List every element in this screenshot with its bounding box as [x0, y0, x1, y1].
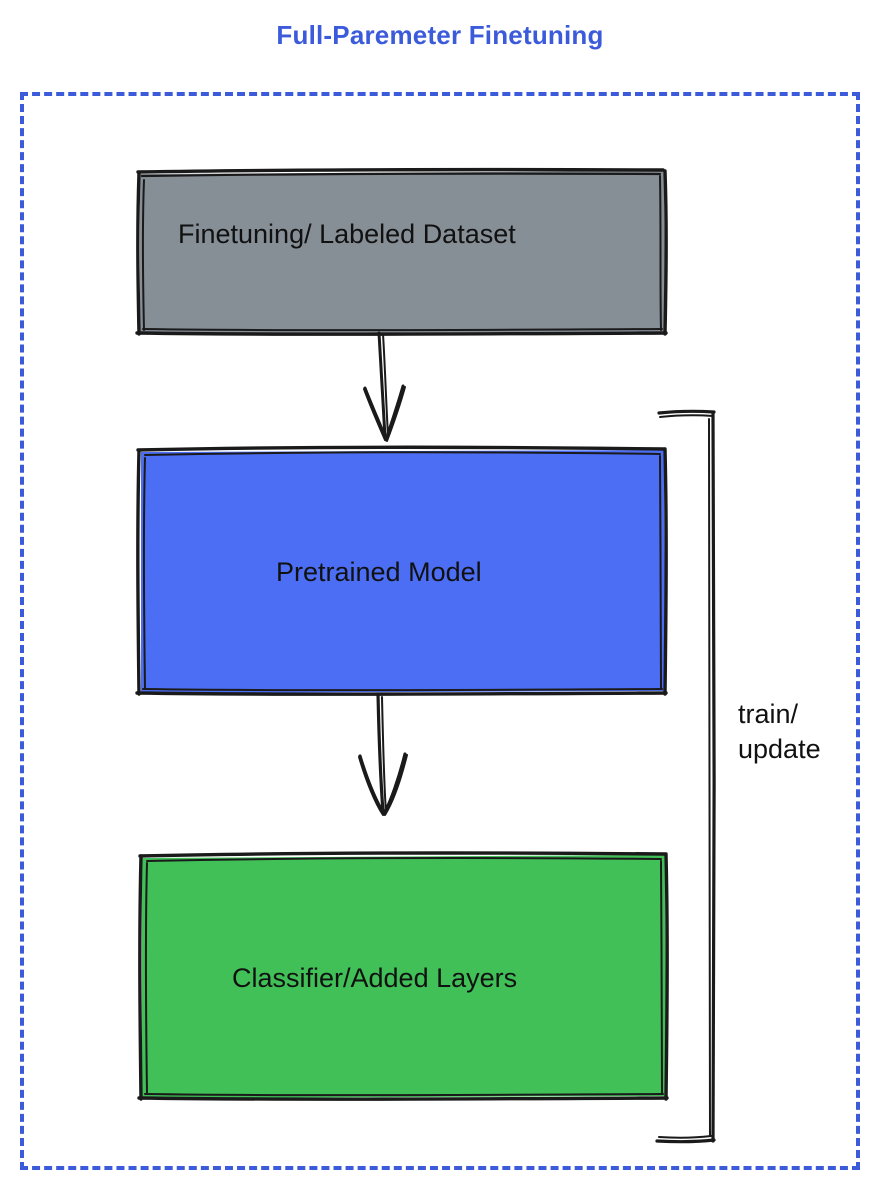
node-classifier[interactable] — [137, 851, 669, 1101]
arrow-pretrained-to-classifier — [358, 692, 408, 816]
edge-label-feedback-line1: train/ — [738, 699, 799, 729]
node-label-pretrained: Pretrained Model — [276, 557, 482, 587]
edge-label-feedback-line2: update — [738, 733, 821, 764]
diagram-title: Full-Paremeter Finetuning — [276, 20, 604, 50]
node-label-dataset: Finetuning/ Labeled Dataset — [178, 219, 516, 249]
edge-label-feedback: train/ update — [738, 697, 821, 766]
arrow-dataset-to-pretrained — [363, 331, 406, 442]
node-dataset[interactable] — [135, 167, 668, 336]
edge-feedback-loop — [655, 409, 716, 1144]
node-label-classifier: Classifier/Added Layers — [232, 963, 518, 993]
